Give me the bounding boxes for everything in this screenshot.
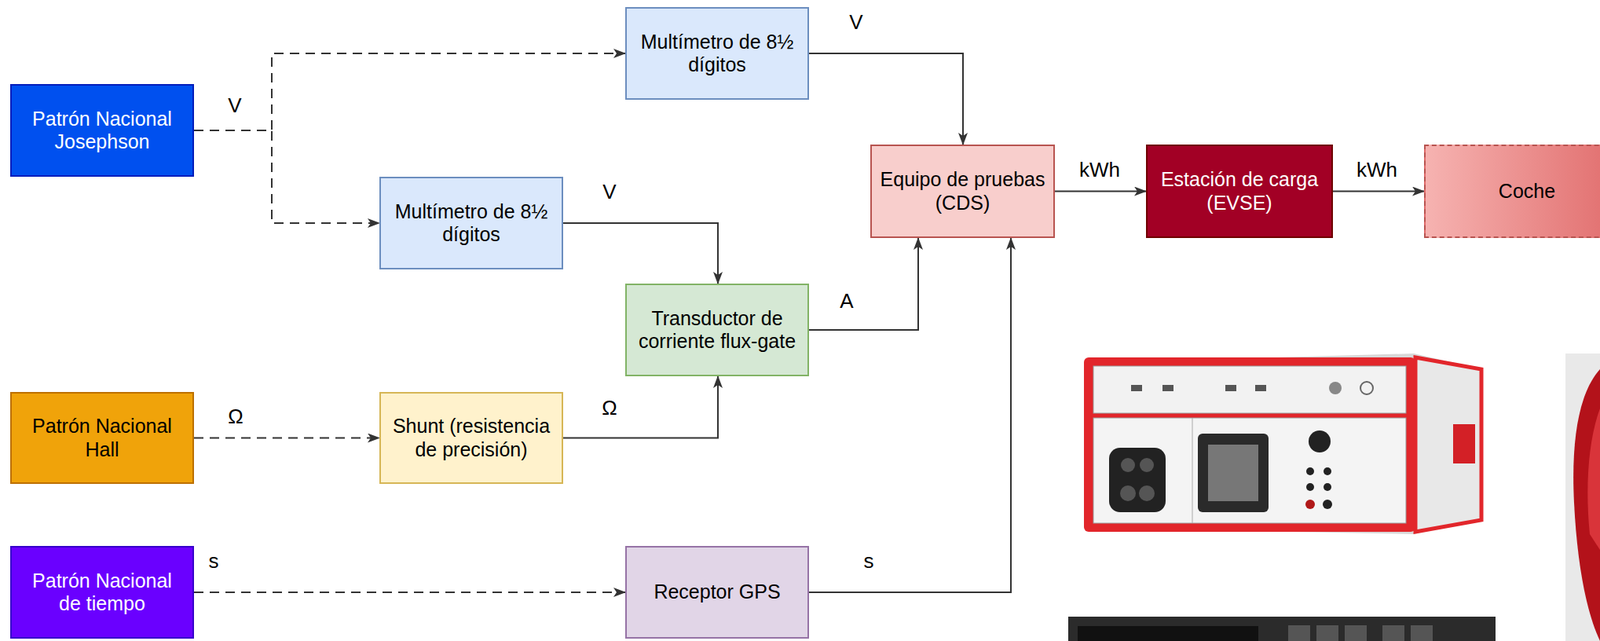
quantity-label: s [206,549,222,573]
car-illustration [1565,353,1600,641]
node-text: Multímetro de 8½ dígitos [388,200,554,247]
connector [1332,190,1425,193]
instrument-box: Multímetro de 8½ dígitos [379,176,564,270]
quantity-label: Ω [599,396,619,420]
quantity-label: kWh [1354,158,1400,182]
connector [809,237,1011,593]
dashed-connector [194,591,626,594]
dashed-connector [194,437,380,440]
dashed-connector [194,53,626,131]
quantity-label: Ω [225,405,246,429]
standard-box: Patrón Nacional Josephson [10,84,195,177]
connector [809,237,919,330]
shunt-box: Shunt (resistencia de precisión) [379,391,564,484]
node-text: Estación de carga (EVSE) [1155,168,1324,215]
connector [809,53,963,145]
multimeter-illustration [1068,616,1496,641]
node-text: Multímetro de 8½ dígitos [634,30,800,77]
node-text: Equipo de pruebas (CDS) [879,168,1046,215]
quantity-label: V [846,10,865,34]
quantity-label: V [600,180,619,204]
charging-station-box: Estación de carga (EVSE) [1145,144,1333,238]
quantity-label: s [861,549,877,573]
node-text: Patrón Nacional de tiempo [19,569,185,616]
connector [563,223,718,284]
connector [1054,190,1146,193]
instrument-box: Multímetro de 8½ dígitos [625,7,810,100]
gps-box: Receptor GPS [625,545,810,639]
node-text: Shunt (resistencia de precisión) [388,414,554,462]
node-text: Patrón Nacional Hall [19,414,185,462]
standard-box: Patrón Nacional Hall [10,391,195,484]
cds-device-illustration [1083,353,1482,535]
node-text: Transductor de corriente flux-gate [634,307,800,354]
connector [563,376,718,439]
quantity-label: V [225,94,244,118]
quantity-label: A [837,289,856,313]
standard-box: Patrón Nacional de tiempo [10,545,195,639]
node-text: Coche [1498,179,1556,204]
node-text: Receptor GPS [653,580,780,605]
dashed-connector [194,130,380,224]
transducer-box: Transductor de corriente flux-gate [625,283,810,377]
test-equipment-box: Equipo de pruebas (CDS) [870,144,1055,238]
car-box: Coche [1424,144,1600,238]
quantity-label: kWh [1076,158,1123,182]
node-text: Patrón Nacional Josephson [19,107,185,154]
